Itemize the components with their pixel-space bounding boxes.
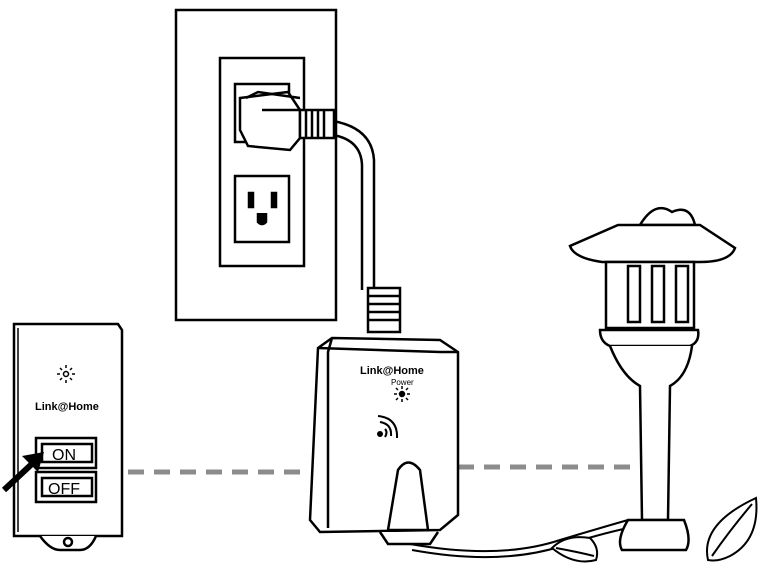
power-cord xyxy=(332,119,376,290)
leaf-icon-right xyxy=(706,496,758,562)
remote-light-indicator-icon xyxy=(57,365,75,383)
plug xyxy=(238,90,336,152)
wall-plate xyxy=(174,8,338,322)
off-button-label: OFF xyxy=(48,481,80,498)
remote-brand: Link@Home xyxy=(35,401,99,413)
light-indicator-icon xyxy=(394,386,410,402)
receiver-brand: Link@Home xyxy=(360,365,424,377)
receiver-unit xyxy=(308,336,460,546)
path-light xyxy=(568,206,737,552)
leaf-icon xyxy=(550,536,599,563)
receiver-power-label: Power xyxy=(391,378,414,387)
pointing-arrow-icon xyxy=(1,452,44,493)
cord-strain-relief xyxy=(366,286,402,334)
remote-off-button[interactable] xyxy=(34,470,98,504)
wifi-signal-icon xyxy=(377,415,399,439)
on-button-label: ON xyxy=(52,447,76,464)
lower-outlet xyxy=(233,174,291,244)
